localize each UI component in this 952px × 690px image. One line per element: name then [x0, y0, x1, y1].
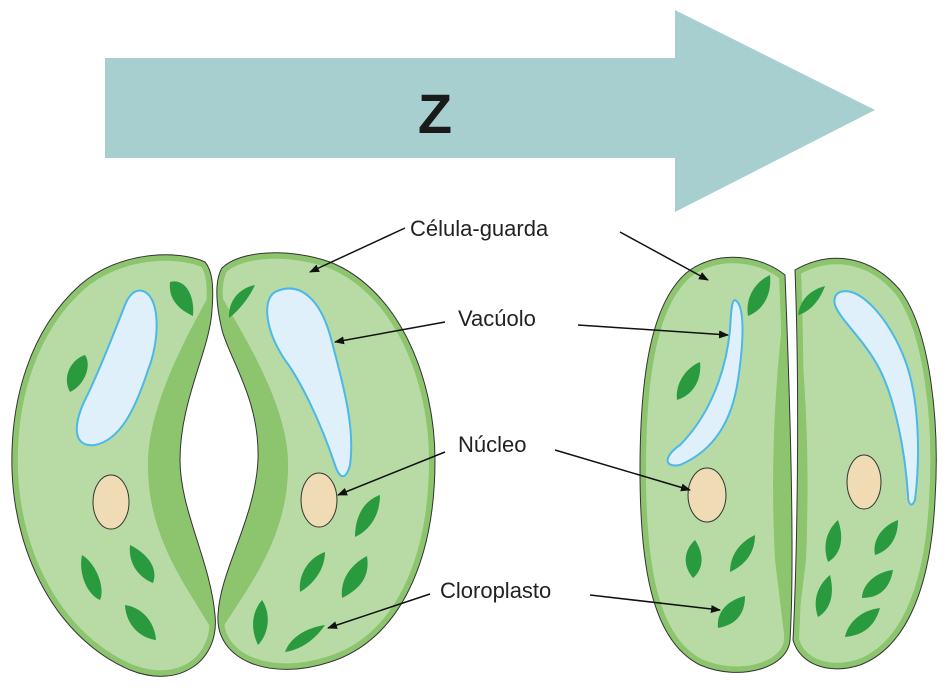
label-nucleus: Núcleo: [458, 432, 526, 457]
arrow-label: Z: [418, 82, 452, 145]
guard-cell-closed-left: [639, 256, 793, 673]
nuclei: [92, 454, 882, 530]
pointer-arrows: [309, 227, 729, 629]
vacuoles: [75, 287, 919, 506]
label-chloroplast: Cloroplasto: [440, 578, 551, 603]
direction-arrow: Z: [105, 10, 875, 212]
label-vacuole: Vacúolo: [458, 306, 536, 331]
label-guard-cell: Célula-guarda: [410, 216, 549, 241]
chloroplasts: [66, 275, 898, 652]
